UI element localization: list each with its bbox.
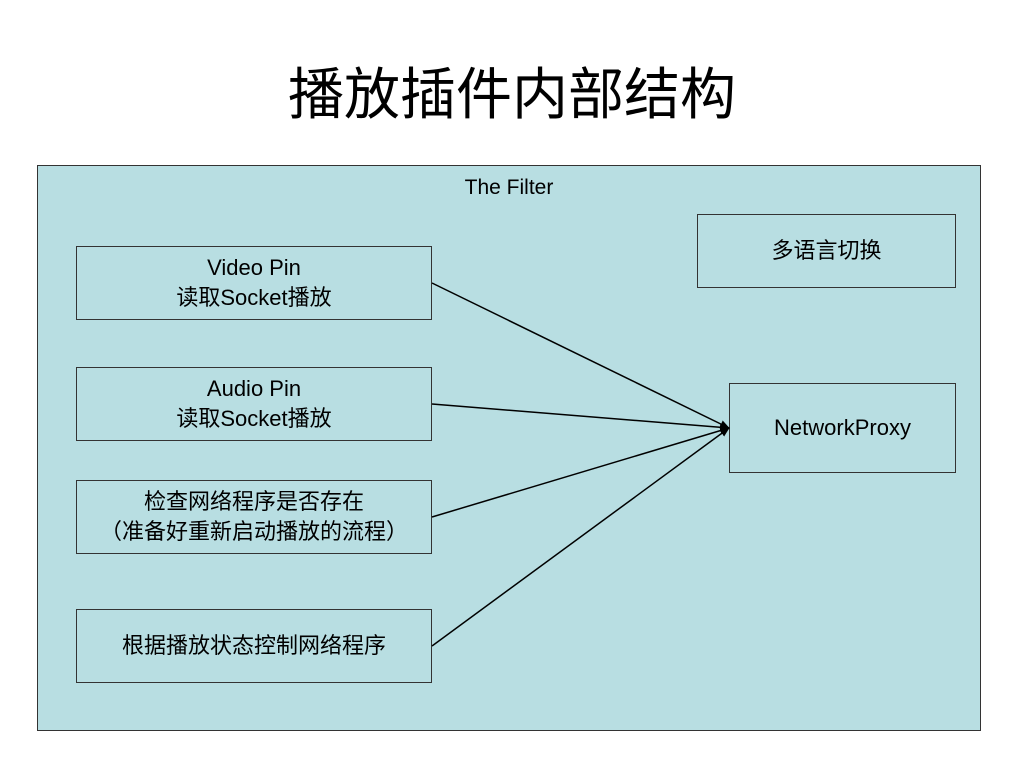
arrow-check-to-proxy [431, 426, 730, 518]
video-pin-desc: 读取Socket播放 [176, 285, 332, 310]
control-network-box: 根据播放状态控制网络程序 [76, 609, 432, 683]
page-title: 播放插件内部结构 [288, 63, 736, 128]
check-network-box: 检查网络程序是否存在 （准备好重新启动播放的流程） [76, 480, 432, 554]
filter-label: The Filter [464, 176, 554, 199]
arrow-video-to-proxy [431, 282, 730, 429]
language-switch-box: 多语言切换 [697, 214, 956, 288]
check-network-desc: （准备好重新启动播放的流程） [99, 519, 408, 544]
audio-pin-title: Audio Pin [206, 376, 302, 401]
video-pin-box: Video Pin 读取Socket播放 [76, 246, 432, 320]
audio-pin-desc: 读取Socket播放 [176, 406, 332, 431]
control-network-label: 根据播放状态控制网络程序 [121, 633, 386, 658]
network-proxy-label: NetworkProxy [774, 415, 911, 440]
arrow-audio-to-proxy [431, 403, 730, 432]
language-switch-label: 多语言切换 [771, 238, 882, 263]
video-pin-title: Video Pin [207, 255, 301, 280]
audio-pin-box: Audio Pin 读取Socket播放 [76, 367, 432, 441]
arrow-control-to-proxy [431, 427, 730, 647]
check-network-title: 检查网络程序是否存在 [143, 489, 364, 514]
network-proxy-box: NetworkProxy [729, 383, 956, 473]
